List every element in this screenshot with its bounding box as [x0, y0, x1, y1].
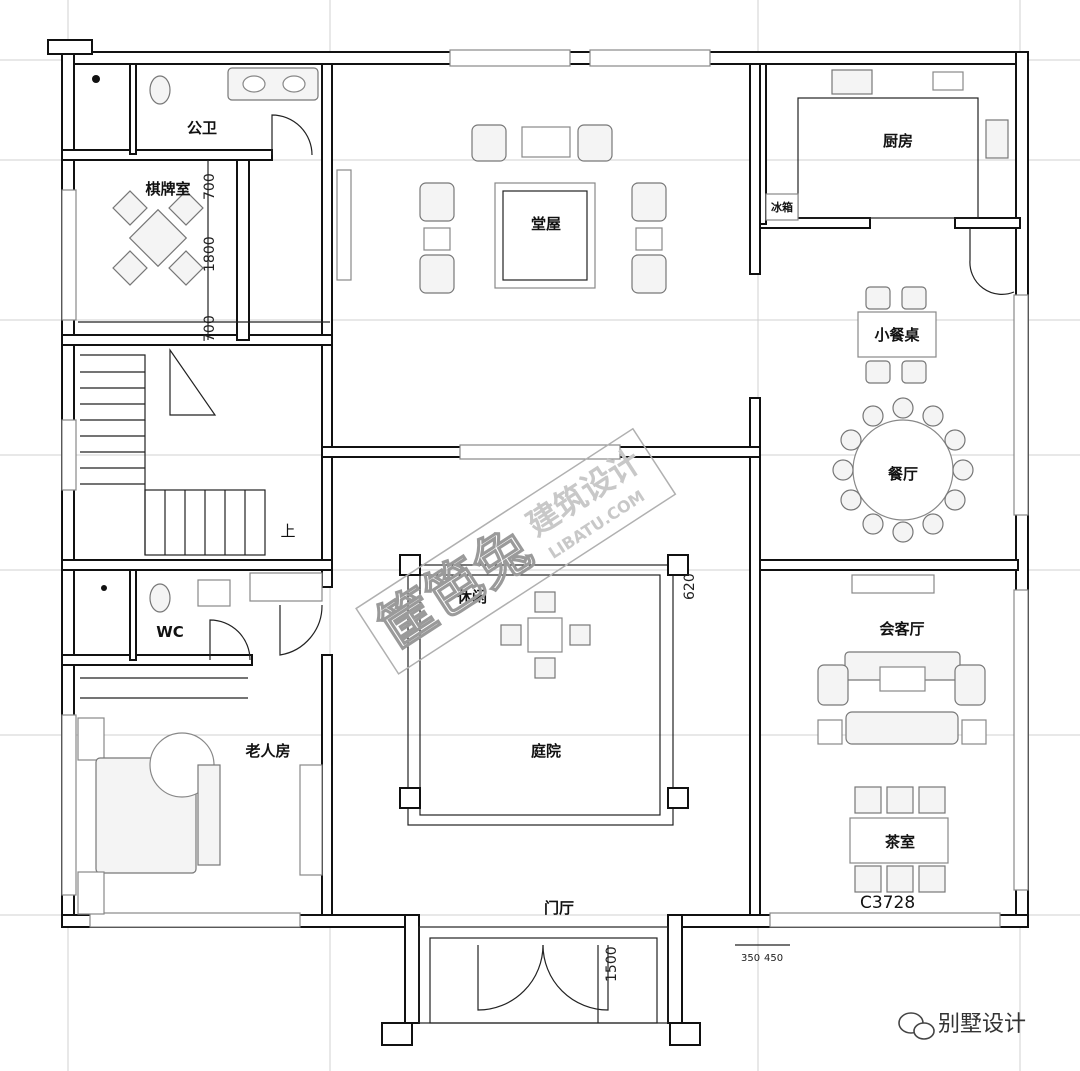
label-fridge: 冰箱 — [771, 200, 793, 214]
elder-room-furniture — [77, 572, 323, 915]
wechat-brand: 别墅设计 — [898, 1012, 1026, 1040]
brand-text: 别墅设计 — [938, 1012, 1026, 1037]
label-entrance-hall: 门厅 — [544, 899, 574, 917]
staircase — [80, 348, 266, 556]
label-tea-room: 茶室 — [885, 833, 915, 851]
dim-1500: 1500 — [604, 946, 620, 982]
label-dining-room: 餐厅 — [888, 465, 918, 483]
dim-350: 350 — [741, 953, 760, 964]
label-stair-up: 上 — [280, 522, 295, 540]
label-public-toilet: 公卫 — [187, 119, 217, 137]
dim-620: 620 — [682, 573, 698, 600]
courtyard-structure — [399, 554, 689, 826]
label-wc: WC — [156, 623, 184, 641]
window-code-c3728: C3728 — [860, 893, 915, 913]
toilet-fixtures — [92, 67, 319, 105]
label-kitchen: 厨房 — [883, 132, 913, 150]
label-small-dining-table: 小餐桌 — [874, 326, 920, 344]
dim-450: 450 — [764, 953, 783, 964]
kitchen-fixtures — [765, 69, 1009, 221]
doors — [209, 114, 1015, 1011]
chess-table — [112, 190, 204, 286]
entrance-steps — [418, 926, 669, 1024]
hall-furniture — [419, 124, 667, 294]
reception-furniture — [817, 574, 987, 893]
label-leisure: 休闲 — [456, 588, 487, 606]
dim-700-bottom: 700 — [202, 315, 218, 342]
dim-700-top: 700 — [202, 173, 218, 200]
windows — [61, 49, 1029, 928]
dim-1800: 1800 — [202, 236, 218, 272]
label-main-hall: 堂屋 — [531, 215, 561, 233]
label-elder-room: 老人房 — [244, 742, 290, 760]
label-courtyard: 庭院 — [531, 742, 561, 760]
label-chess-room: 棋牌室 — [145, 180, 190, 198]
dining-furniture — [832, 286, 974, 543]
dimension-lines — [78, 160, 790, 1023]
label-reception-hall: 会客厅 — [879, 620, 924, 638]
